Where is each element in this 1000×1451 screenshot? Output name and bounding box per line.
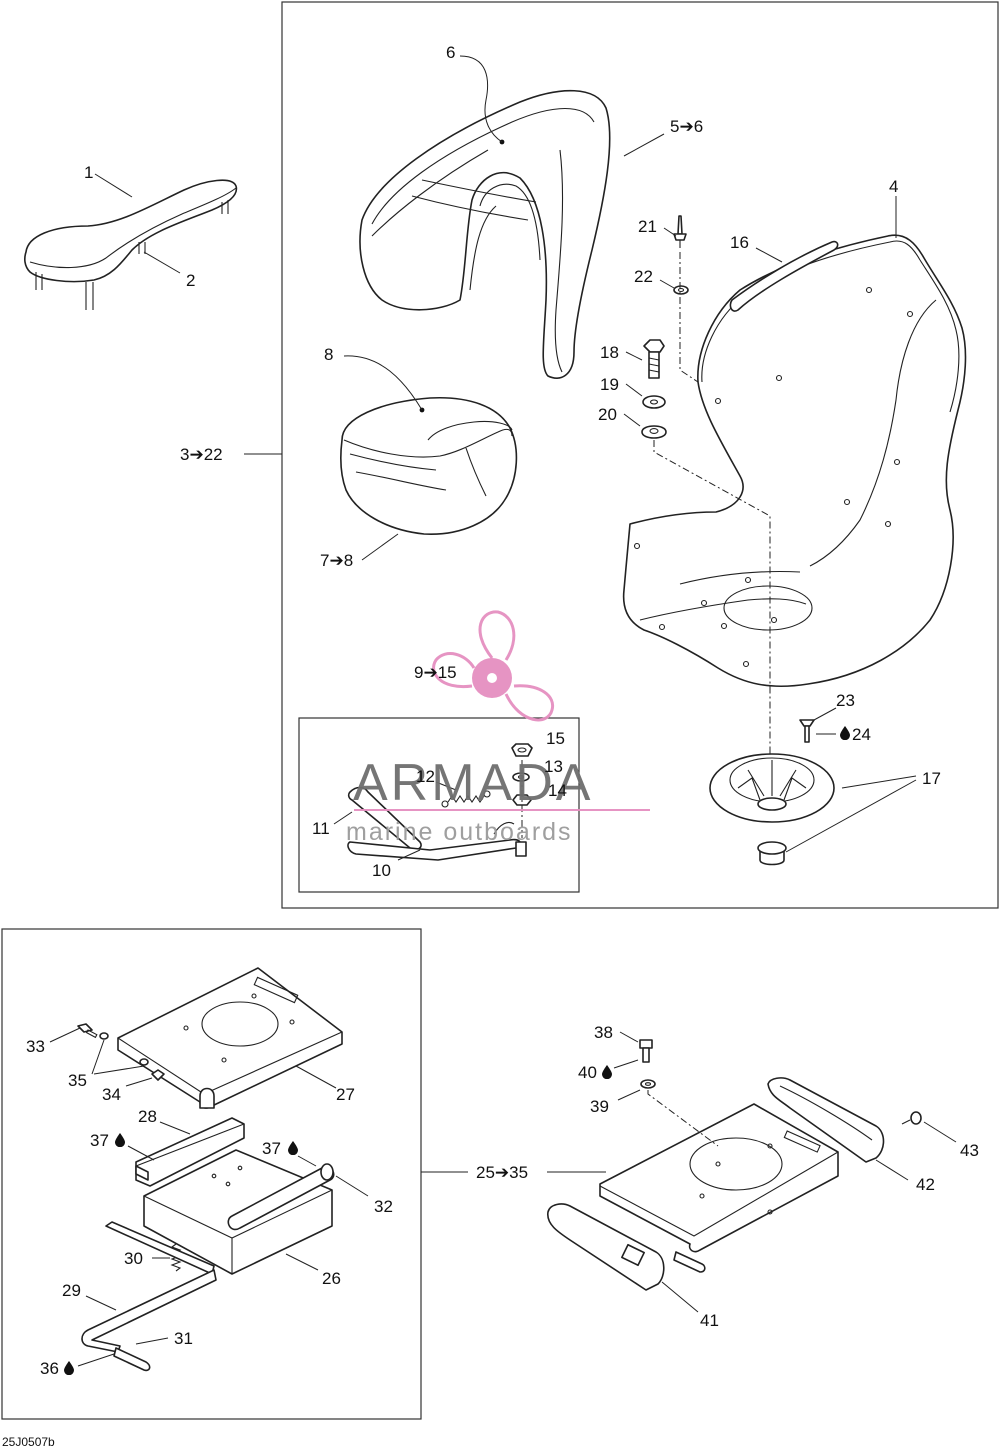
grip-part-31 bbox=[113, 1347, 151, 1372]
washer-part-22 bbox=[673, 285, 689, 295]
callout-6: 6 bbox=[446, 43, 455, 62]
callout-36: 36 bbox=[40, 1359, 59, 1378]
washer-part-19 bbox=[642, 395, 666, 409]
callout-30: 30 bbox=[124, 1249, 143, 1268]
callout-16: 16 bbox=[730, 233, 749, 252]
callout-39: 39 bbox=[590, 1097, 609, 1116]
drop-icon bbox=[840, 726, 850, 740]
callout-43: 43 bbox=[960, 1141, 979, 1160]
callout-21: 21 bbox=[638, 217, 657, 236]
swivel-kit-frame bbox=[298, 717, 580, 893]
mount-plate-part-25 bbox=[599, 1103, 839, 1253]
callout-11: 11 bbox=[312, 819, 330, 838]
backrest-cushion-part-5 bbox=[359, 89, 611, 379]
slider-assembly-frame bbox=[1, 928, 422, 1420]
callout-15: 15 bbox=[546, 729, 565, 748]
slider-plate-part-27 bbox=[117, 967, 343, 1109]
callout-37b: 37 bbox=[262, 1139, 281, 1158]
callout-40: 40 bbox=[578, 1063, 597, 1082]
callout-27: 27 bbox=[336, 1085, 355, 1104]
callout-41: 41 bbox=[700, 1311, 719, 1330]
handle-bar-part-29 bbox=[81, 1221, 217, 1353]
callout-23: 23 bbox=[836, 691, 855, 710]
callout-8: 8 bbox=[324, 345, 333, 364]
nut-part-15 bbox=[511, 743, 533, 757]
callout-1: 1 bbox=[84, 163, 93, 182]
side-cover-part-41 bbox=[547, 1203, 706, 1291]
bolt-part-18 bbox=[643, 339, 665, 379]
watermark-tagline: marine outboards bbox=[346, 818, 573, 846]
callout-10: 10 bbox=[372, 861, 391, 880]
callout-38: 38 bbox=[594, 1023, 613, 1042]
washer-part-35 bbox=[99, 1032, 149, 1066]
seat-assembly-frame bbox=[281, 1, 999, 909]
callout-28: 28 bbox=[138, 1107, 157, 1126]
callout-33: 33 bbox=[26, 1037, 45, 1056]
callout-5: 5➔6 bbox=[670, 117, 703, 136]
drop-icon bbox=[288, 1141, 298, 1155]
stud-part-10 bbox=[515, 841, 527, 857]
trim-strip-part-16 bbox=[729, 240, 839, 312]
screw-part-23 bbox=[799, 719, 815, 743]
callout-20: 20 bbox=[598, 405, 617, 424]
armada-watermark: ARMADA marine outboards bbox=[346, 610, 650, 846]
callout-35: 35 bbox=[68, 1071, 87, 1090]
washer-part-39 bbox=[640, 1079, 656, 1089]
callout-4: 4 bbox=[889, 177, 898, 196]
callout-34: 34 bbox=[102, 1085, 121, 1104]
bolt-part-38 bbox=[639, 1039, 653, 1063]
rivet-part-43 bbox=[901, 1111, 922, 1125]
callout-24: 24 bbox=[852, 725, 871, 744]
callout-42: 42 bbox=[916, 1175, 935, 1194]
rivet-part-21 bbox=[673, 215, 687, 248]
callout-37a: 37 bbox=[90, 1131, 109, 1150]
callout-2: 2 bbox=[186, 271, 195, 290]
seat-shell-part-4 bbox=[622, 234, 967, 688]
side-cover-part-42 bbox=[767, 1077, 885, 1163]
callout-18: 18 bbox=[600, 343, 619, 362]
washer-part-20 bbox=[641, 425, 667, 439]
swivel-base-part-17 bbox=[709, 753, 835, 866]
callout-17: 17 bbox=[922, 769, 941, 788]
callout-19: 19 bbox=[600, 375, 619, 394]
drop-icon bbox=[115, 1133, 125, 1147]
screw-part-33 bbox=[77, 1023, 98, 1039]
callout-25: 25➔35 bbox=[476, 1163, 528, 1182]
callout-22: 22 bbox=[634, 267, 653, 286]
callout-7: 7➔8 bbox=[320, 551, 353, 570]
callout-31: 31 bbox=[174, 1329, 193, 1348]
callout-12: 12 bbox=[416, 767, 435, 786]
callout-13: 13 bbox=[544, 757, 563, 776]
drop-icon bbox=[64, 1361, 74, 1375]
lever-part-10 bbox=[347, 786, 522, 861]
callout-26: 26 bbox=[322, 1269, 341, 1288]
callout-32: 32 bbox=[374, 1197, 393, 1216]
drawing-code: 25J0507b bbox=[2, 1435, 55, 1449]
callout-29: 29 bbox=[62, 1281, 81, 1300]
seat-cushion-part-7 bbox=[340, 396, 518, 535]
watermark-brand: ARMADA bbox=[353, 754, 593, 812]
propeller-logo-icon bbox=[432, 610, 555, 722]
callout-14: 14 bbox=[548, 781, 567, 800]
washer-part-13 bbox=[512, 772, 530, 782]
callout-3: 3➔22 bbox=[180, 445, 223, 464]
rail-part-28 bbox=[135, 1117, 245, 1187]
nut-part-34 bbox=[151, 1069, 165, 1081]
bolster-cushion-part-1 bbox=[24, 179, 238, 310]
drop-icon bbox=[602, 1065, 612, 1079]
spring-part-12 bbox=[441, 790, 491, 808]
tube-part-32 bbox=[227, 1163, 335, 1231]
callout-9: 9➔15 bbox=[414, 663, 457, 682]
